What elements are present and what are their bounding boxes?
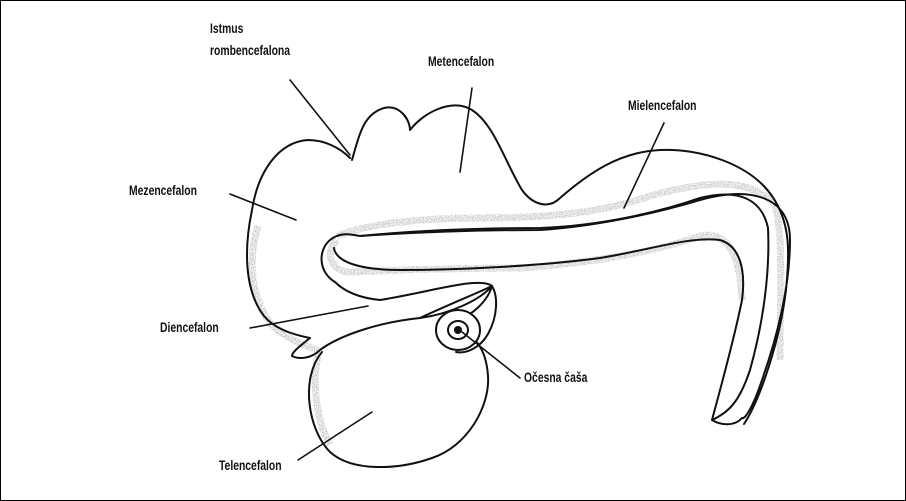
label-mezencefalon: Mezencefalon <box>129 182 197 198</box>
label-istmus-line1: Istmus <box>210 20 243 36</box>
leader-ocesna-casa <box>462 332 520 378</box>
label-istmus-line2: rombencefalona <box>210 42 290 58</box>
leader-istmus <box>290 80 350 155</box>
leader-metencefalon <box>460 88 472 172</box>
leader-mezencefalon <box>230 194 296 220</box>
stippled-wall-shading <box>252 184 781 445</box>
label-ocesna-casa: Očesna čaša <box>524 369 587 385</box>
leader-telencefalon <box>298 412 372 460</box>
label-telencefalon: Telencefalon <box>219 457 282 473</box>
label-mielencefalon: Mielencefalon <box>628 97 697 113</box>
optic-cup-icon <box>436 310 480 350</box>
label-metencefalon: Metencefalon <box>428 53 494 69</box>
label-diencefalon: Diencefalon <box>160 319 219 335</box>
